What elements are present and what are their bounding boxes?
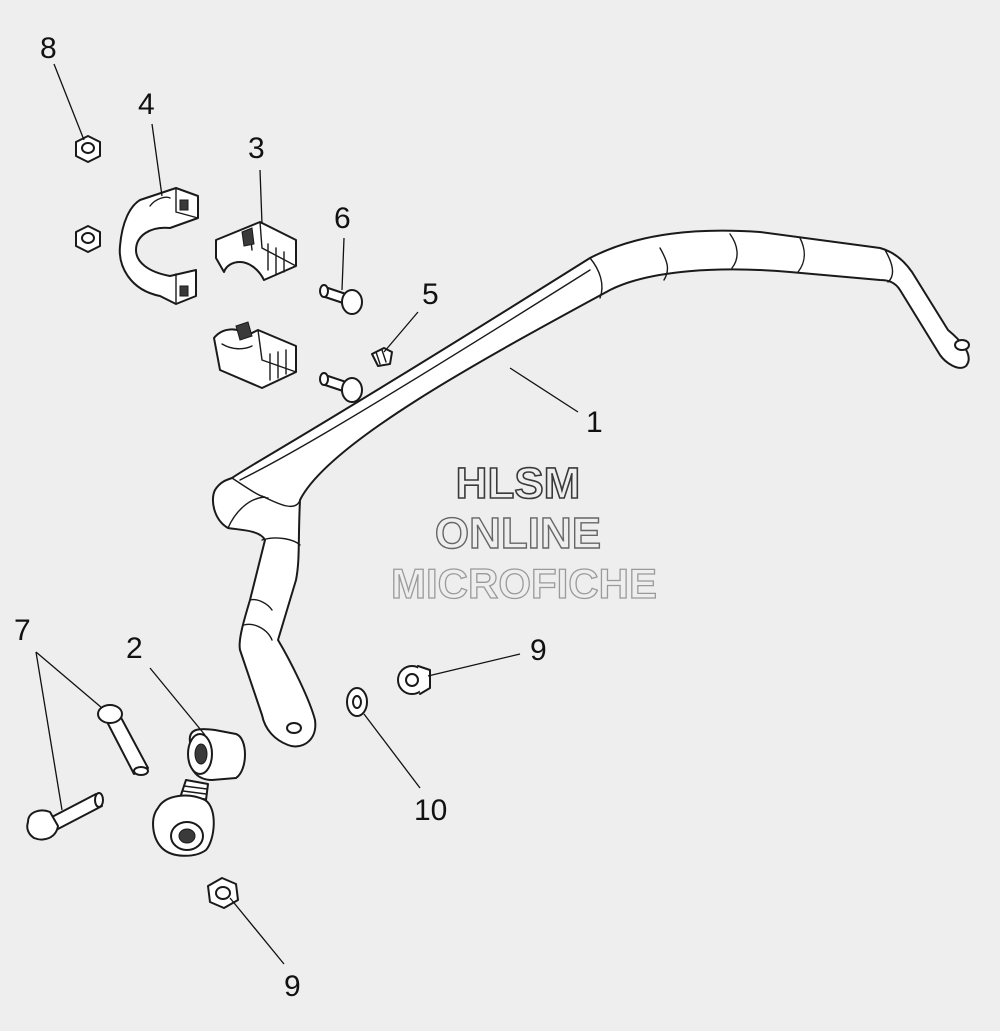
bolt-lower-part-7[interactable] [26, 792, 104, 841]
callout-9-upper: 9 [530, 634, 547, 667]
nut-lower-part-9[interactable] [207, 877, 239, 909]
leader-lines [35, 63, 579, 965]
callout-numbers: 1 2 3 4 5 6 7 8 9 9 10 [14, 32, 603, 1003]
bushing-upper-part-3[interactable] [215, 221, 297, 281]
leader-7b [35, 651, 63, 811]
callout-5: 5 [422, 278, 439, 311]
pin-lower-part-6[interactable] [319, 372, 363, 403]
leader-4 [151, 123, 163, 197]
watermark-line-3: MICROFICHE [391, 560, 657, 607]
leader-7a [35, 651, 103, 709]
leader-9b [229, 897, 285, 965]
watermark-line-2: ONLINE [435, 509, 601, 558]
bolt-upper-part-7[interactable] [97, 704, 149, 776]
nut-lower-part-8[interactable] [75, 225, 101, 253]
leader-3 [259, 169, 263, 225]
callout-6: 6 [334, 202, 351, 235]
bushing-lower-part-3[interactable] [213, 321, 297, 389]
callout-4: 4 [138, 88, 155, 121]
nut-upper-part-8[interactable] [75, 135, 101, 163]
leader-2 [149, 667, 206, 736]
callout-9-lower: 9 [284, 970, 301, 1003]
watermark-line-1: HLSM [456, 459, 581, 508]
stabilizer-link-part-2[interactable] [152, 728, 246, 857]
callout-2: 2 [126, 632, 143, 665]
bolt-part-5[interactable] [371, 347, 393, 367]
watermark: HLSM ONLINE MICROFICHE [390, 458, 657, 607]
leader-10 [363, 713, 421, 789]
washer-part-10[interactable] [346, 687, 368, 717]
leader-8 [53, 63, 85, 141]
leader-9a [427, 653, 521, 677]
nut-upper-part-9[interactable] [397, 665, 431, 695]
callout-1: 1 [586, 406, 603, 439]
bracket-clamp-part-4[interactable] [118, 187, 199, 305]
pin-upper-part-6[interactable] [319, 284, 363, 315]
callout-10: 10 [414, 794, 447, 827]
leader-1 [509, 367, 579, 413]
callout-3: 3 [248, 132, 265, 165]
leader-6 [341, 237, 345, 291]
stabilizer-bar-part-1[interactable] [211, 229, 970, 748]
callout-7: 7 [14, 614, 31, 647]
callout-8: 8 [40, 32, 57, 65]
leader-5 [383, 311, 419, 353]
